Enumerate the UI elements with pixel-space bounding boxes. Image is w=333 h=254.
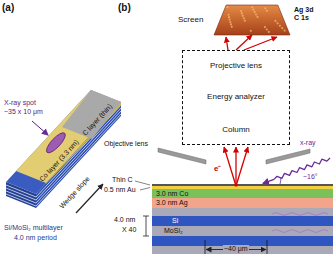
screen-speckle (244, 20, 246, 22)
screen-speckle (227, 14, 229, 16)
screen-speckle (243, 17, 245, 19)
leader-line (135, 181, 150, 185)
objective-lens-plate (158, 148, 206, 164)
screen-speckle (228, 18, 230, 20)
mosi2-band (152, 208, 333, 216)
screen-speckle (256, 16, 258, 18)
si-band (152, 216, 333, 226)
angle-label: ~16° (303, 173, 318, 181)
emission-spot (234, 183, 237, 186)
screen-speckle (252, 9, 254, 11)
screen-trapezoid (214, 5, 290, 35)
screen-speckle (266, 28, 268, 30)
layer-label: Thin C (112, 176, 133, 184)
screen-speckle (231, 26, 233, 28)
spectrum-label: Ag 3d C 1s (294, 6, 316, 22)
dimension-ticks (205, 240, 267, 254)
electron-beam (224, 37, 277, 186)
screen-label: Screen (178, 15, 203, 25)
layer-label: MoSi₂ (164, 227, 183, 235)
dimension-label: 4.0 nm (114, 216, 135, 224)
leader-line (140, 188, 150, 191)
lens-label: Projective lens (183, 61, 289, 71)
screen: ScreenAg 3d C 1s (214, 5, 290, 35)
screen-speckle (268, 31, 270, 33)
screen-speckle (284, 29, 286, 31)
screen-speckle (274, 20, 276, 22)
screen-speckle (226, 6, 228, 8)
au-layer (152, 186, 333, 189)
repeat-label: X 40 (122, 226, 136, 234)
screen-speckle (279, 25, 281, 27)
xray-label: x-ray (300, 139, 316, 147)
screen-speckle (266, 10, 268, 12)
column-box: Projective lensEnergy analyzerColumn (182, 50, 290, 145)
spot-size: ~35 x 10 μm (4, 108, 43, 116)
xray-beam (263, 179, 274, 183)
angle-arc (280, 178, 282, 184)
panel-label: (a) (2, 2, 14, 14)
screen-speckle (242, 15, 244, 17)
screen-speckle (229, 21, 231, 23)
analyzer-label: Energy analyzer (183, 92, 289, 102)
period-label: 4.0 nm period (14, 234, 57, 242)
screen-speckle (264, 7, 266, 9)
layer-label: 0.5 nm Au (104, 186, 136, 194)
lens-label: Objective lens (104, 140, 148, 148)
screen-speckle (241, 12, 243, 14)
mosi2-band (152, 246, 333, 254)
layer-label: 3.0 nm Co (156, 190, 188, 198)
substrate-label: Si/MoSi₂ multilayer (4, 224, 63, 232)
screen-speckle (250, 30, 252, 32)
screen-speckle (230, 23, 232, 25)
co-layer (152, 189, 333, 198)
screen-speckle (255, 13, 257, 15)
screen-speckle (264, 26, 266, 28)
ag-layer (152, 198, 333, 208)
layer-label: 3.0 nm Ag (156, 199, 188, 207)
beam-connector (236, 35, 252, 50)
screen-speckle (254, 11, 256, 13)
dimension-label: ~40 μm (223, 245, 249, 253)
layer-label: Co layer (3.3 nm) (38, 138, 81, 183)
electron-label: e⁻ (214, 164, 221, 173)
cross-section (135, 37, 333, 254)
layer-label: C layer (thin) (81, 102, 114, 137)
c-layer (152, 184, 333, 186)
spot-label: X-ray spot (4, 99, 36, 107)
screen-speckle (281, 27, 283, 29)
slope-label: Wedge slope (58, 175, 92, 210)
leader-line (32, 121, 48, 135)
screen-speckle (228, 16, 230, 18)
layer-label: Si (172, 217, 178, 225)
standing-wave (272, 213, 328, 233)
screen-speckle (277, 22, 279, 24)
c-layer (62, 90, 121, 139)
objective-lens-plate (266, 149, 310, 164)
xray-beam (274, 158, 330, 179)
screen-shape (214, 5, 290, 35)
panel-label: (b) (118, 2, 131, 14)
screen-speckle (251, 6, 253, 8)
period-bracket (143, 216, 149, 236)
column-label: Column (183, 125, 289, 135)
screen-speckle (240, 10, 242, 12)
mosi2-band (152, 226, 333, 236)
